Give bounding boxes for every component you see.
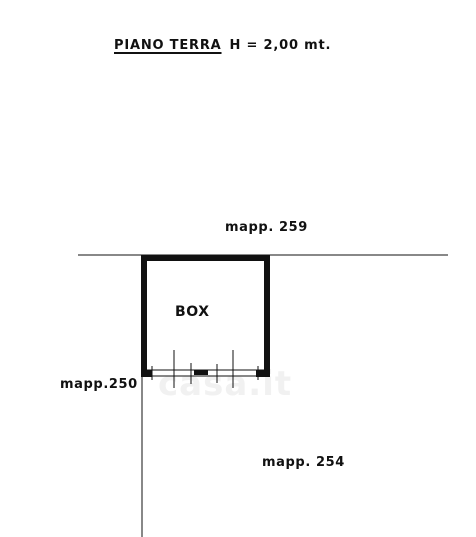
label-top-parcel: mapp. 259	[225, 220, 308, 235]
box-wall-top	[141, 255, 270, 261]
label-room-box: BOX	[175, 304, 210, 320]
plan-height-note: H = 2,00 mt.	[229, 38, 332, 53]
plan-title: PIANO TERRA H = 2,00 mt.	[114, 34, 331, 53]
plan-title-main: PIANO TERRA	[114, 38, 222, 53]
label-right-parcel: mapp. 254	[262, 455, 345, 470]
box-wall-bottom-right-stub	[256, 370, 270, 377]
box-walls	[141, 255, 270, 377]
label-left-parcel: mapp.250	[60, 377, 138, 392]
box-wall-right	[264, 255, 270, 377]
box-wall-left	[141, 255, 147, 377]
box-wall-bottom-mid-stub	[194, 370, 208, 375]
garage-door	[147, 350, 264, 388]
box-wall-bottom-left-stub	[141, 370, 152, 377]
